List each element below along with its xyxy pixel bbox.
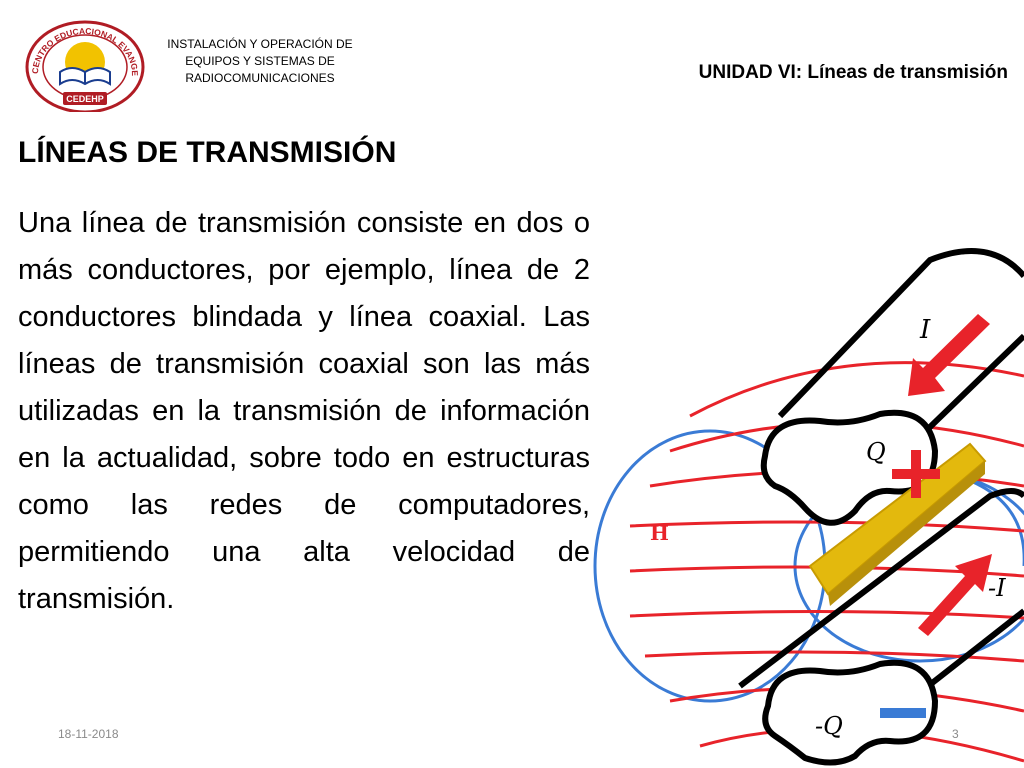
unit-title: UNIDAD VI: Líneas de transmisión <box>698 62 1008 83</box>
label-charge: Q <box>866 438 886 466</box>
footer-date: 18-11-2018 <box>58 727 119 741</box>
minus-icon <box>880 708 926 718</box>
logo-badge: CEDEHP <box>66 94 104 104</box>
upper-conductor-section <box>760 409 939 526</box>
plus-icon <box>892 450 940 498</box>
label-current: I <box>919 315 931 345</box>
label-neg-current: -I <box>988 574 1006 602</box>
course-line: INSTALACIÓN Y OPERACIÓN DE <box>167 37 353 51</box>
page-number: 3 <box>952 727 959 741</box>
current-arrow-icon <box>908 314 992 636</box>
label-neg-charge: -Q <box>815 712 843 740</box>
school-logo: CENTRO EDUCACIONAL EVANGELICO DE HUALPEN… <box>20 12 145 112</box>
body-text: Una línea de transmisión consiste en dos… <box>18 207 590 615</box>
label-field: H <box>650 521 669 545</box>
course-line: RADIOCOMUNICACIONES <box>185 71 335 85</box>
lower-conductor-section <box>762 659 939 766</box>
course-title: INSTALACIÓN Y OPERACIÓN DE EQUIPOS Y SIS… <box>160 36 360 87</box>
transmission-line-illustration: I Q H -I -Q <box>593 248 1024 766</box>
book-icon <box>59 67 111 86</box>
course-line: EQUIPOS Y SISTEMAS DE <box>185 54 335 68</box>
slide-title: LÍNEAS DE TRANSMISIÓN <box>18 136 397 169</box>
